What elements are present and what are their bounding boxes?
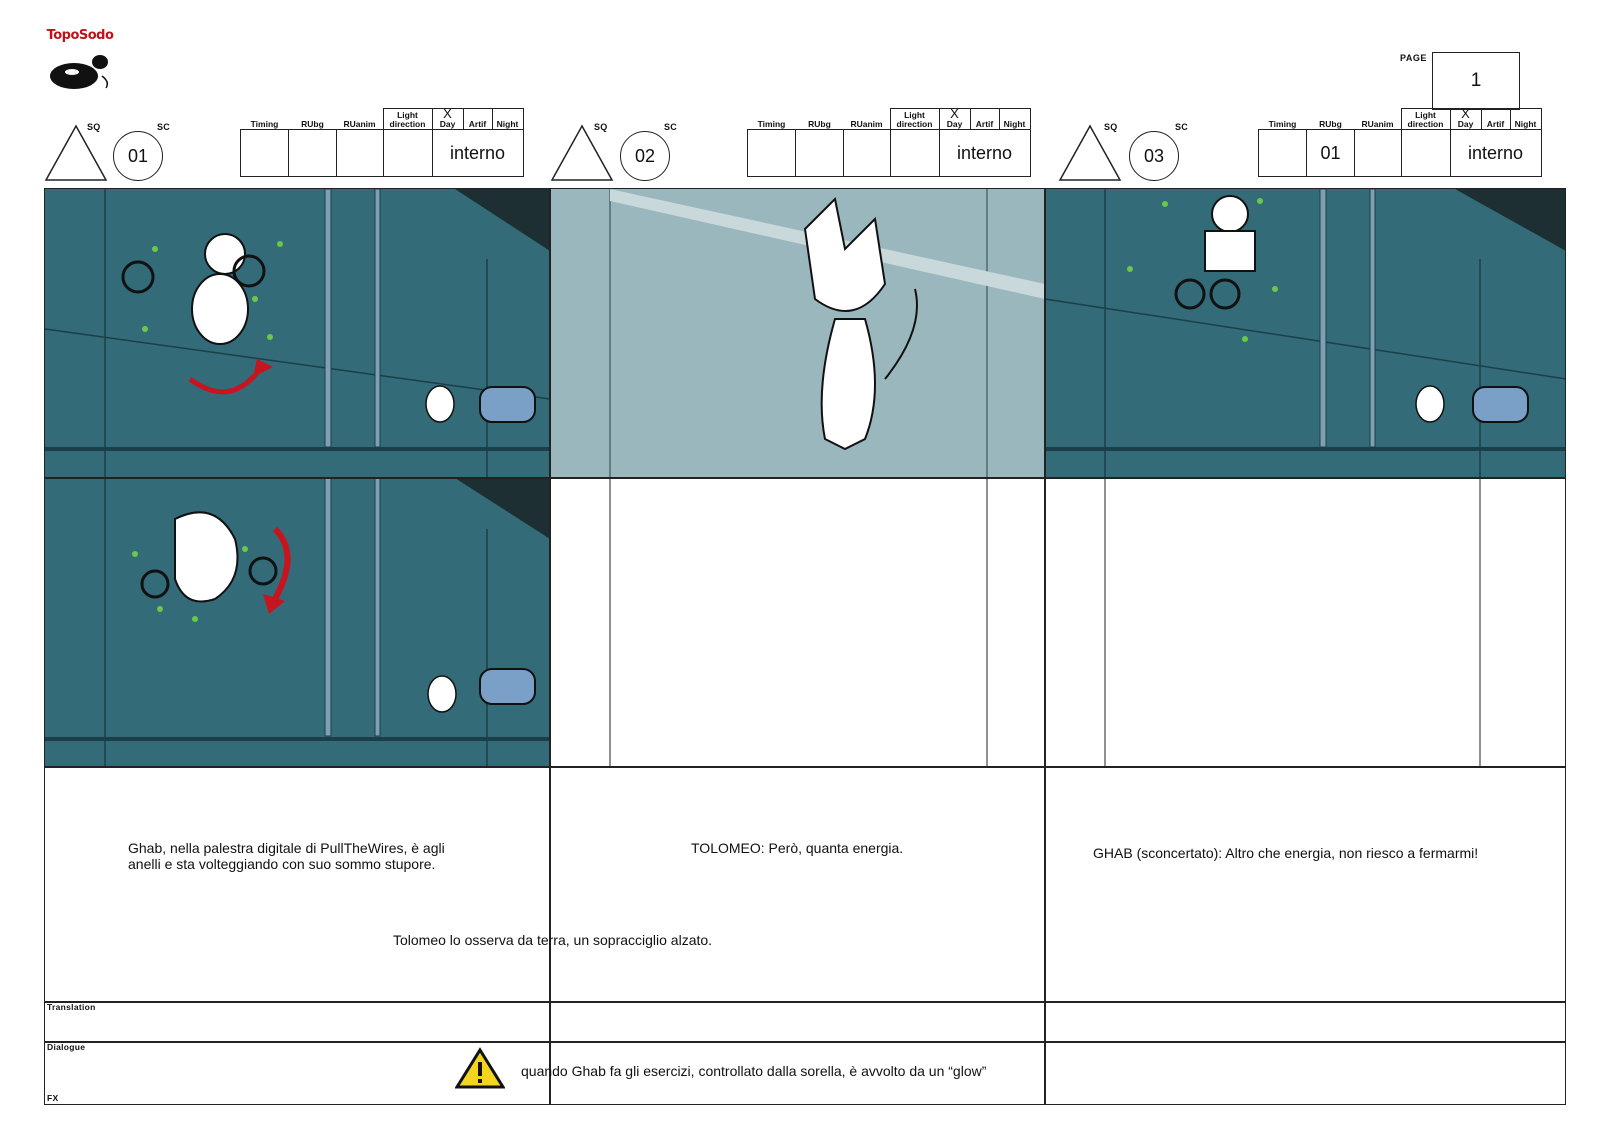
- rubg-field[interactable]: [288, 129, 337, 177]
- warning-icon: [455, 1047, 505, 1089]
- interior-field[interactable]: interno: [1449, 129, 1542, 177]
- sequence-triangle-icon: [1058, 124, 1122, 181]
- sc-label: SC: [664, 122, 678, 132]
- night-label: Night: [491, 108, 524, 130]
- sequence-triangle-icon: [44, 124, 108, 181]
- artif-label: Artif: [1480, 108, 1511, 130]
- light-field[interactable]: [889, 129, 940, 177]
- night-label: Night: [1509, 108, 1542, 130]
- night-label: Night: [998, 108, 1031, 130]
- toposodo-logo: TopoSodo: [44, 28, 116, 98]
- panel-3-dialogue: GHAB (sconcertato): Altro che energia, n…: [1093, 845, 1479, 861]
- panel-3-top-illustration: [1044, 189, 1566, 478]
- scene-number[interactable]: 03: [1129, 131, 1179, 181]
- interior-field[interactable]: interno: [938, 129, 1031, 177]
- interior-field[interactable]: interno: [431, 129, 524, 177]
- logo-text: TopoSodo: [46, 28, 114, 43]
- ruanim-label: RUanim: [1361, 119, 1394, 129]
- page-label: PAGE: [1400, 53, 1427, 63]
- sequence-triangle-icon: [550, 124, 614, 181]
- rubg-field[interactable]: [795, 129, 844, 177]
- timing-field[interactable]: [747, 129, 796, 177]
- column-divider: [549, 188, 551, 1105]
- sq-label: SQ: [87, 122, 101, 132]
- panel-1-bottom-illustration: [45, 477, 550, 767]
- timing-label: Timing: [757, 119, 786, 129]
- rubg-field[interactable]: 01: [1306, 129, 1355, 177]
- rubg-label: RUbg: [1319, 119, 1342, 129]
- panel-2-dialogue: TOLOMEO: Però, quanta energia.: [691, 840, 904, 856]
- translation-divider: [44, 1001, 1566, 1003]
- timing-label: Timing: [250, 119, 279, 129]
- timing-label: Timing: [1268, 119, 1297, 129]
- sc-label: SC: [1175, 122, 1189, 132]
- scene-number[interactable]: 02: [620, 131, 670, 181]
- sq-label: SQ: [594, 122, 608, 132]
- light-field[interactable]: [382, 129, 433, 177]
- panel-row-divider: [44, 477, 1566, 479]
- storyboard-frame: [44, 188, 1566, 1105]
- ruanim-label: RUanim: [343, 119, 376, 129]
- sc-label: SC: [157, 122, 171, 132]
- scene-number[interactable]: 01: [113, 131, 163, 181]
- panel-2-top-illustration: [550, 189, 1045, 478]
- sq-label: SQ: [1104, 122, 1118, 132]
- light-field[interactable]: [1400, 129, 1451, 177]
- timing-field[interactable]: [240, 129, 289, 177]
- panel-1-description: Ghab, nella palestra digitale di PullThe…: [128, 840, 445, 872]
- ruanim-label: RUanim: [850, 119, 883, 129]
- dialogue-label: Dialogue: [47, 1042, 86, 1052]
- rubg-label: RUbg: [808, 119, 831, 129]
- page-number[interactable]: 1: [1432, 52, 1520, 110]
- ruanim-field[interactable]: [1354, 129, 1402, 177]
- dialogue-divider: [44, 1041, 1566, 1043]
- fx-note: quando Ghab fa gli esercizi, controllato…: [521, 1063, 987, 1079]
- storyboard-artwork: [45, 189, 1566, 767]
- fx-label: FX: [47, 1093, 59, 1103]
- ruanim-field[interactable]: [336, 129, 384, 177]
- mouse-logo-icon: [50, 55, 109, 89]
- timing-field[interactable]: [1258, 129, 1307, 177]
- description-divider: [44, 766, 1566, 768]
- rubg-label: RUbg: [301, 119, 324, 129]
- artif-label: Artif: [969, 108, 1000, 130]
- panel-1-description-secondary: Tolomeo lo osserva da terra, un sopracci…: [393, 932, 713, 948]
- panel-1-top-illustration: [45, 189, 551, 478]
- artif-label: Artif: [462, 108, 493, 130]
- ruanim-field[interactable]: [843, 129, 891, 177]
- translation-label: Translation: [47, 1002, 96, 1012]
- column-divider: [1044, 188, 1046, 1105]
